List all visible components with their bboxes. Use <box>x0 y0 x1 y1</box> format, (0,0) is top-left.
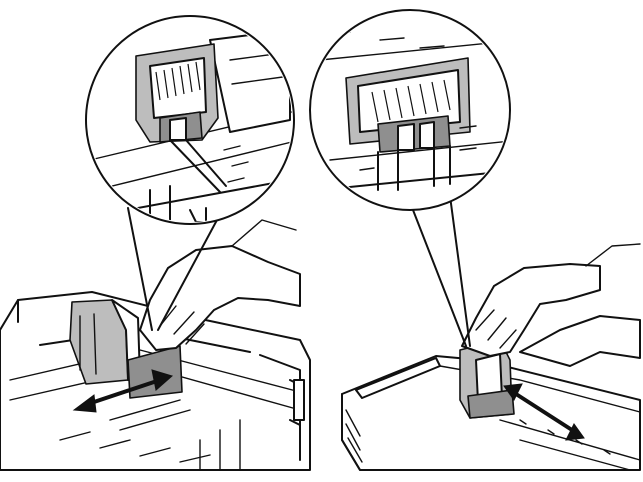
hand-right <box>461 243 641 367</box>
callout-lines-right <box>405 191 471 347</box>
double-arrow-horizontal <box>72 369 174 413</box>
callout-magnifier-left <box>85 15 295 225</box>
hand-left <box>139 219 301 351</box>
callout-magnifier-right <box>309 9 511 211</box>
right-panel <box>309 9 641 471</box>
paper-end-guide-right <box>459 339 515 419</box>
double-arrow-diagonal <box>503 383 585 441</box>
left-panel <box>0 15 311 471</box>
